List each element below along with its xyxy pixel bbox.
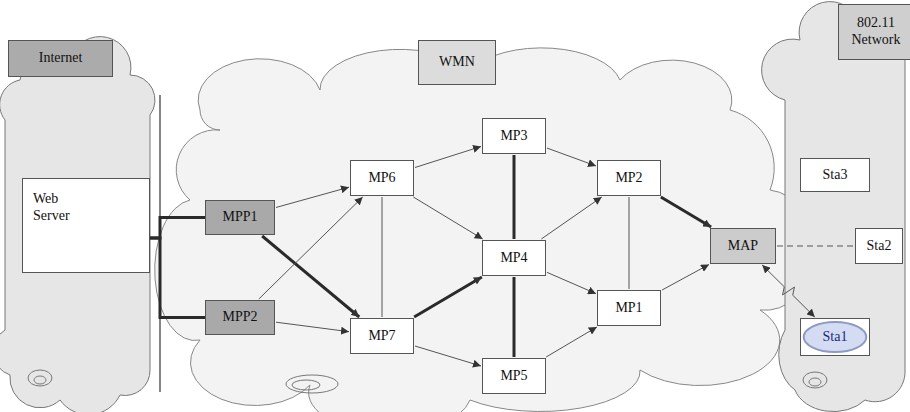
mesh-point-box: MP7 [350, 318, 414, 354]
mesh-link [762, 265, 815, 317]
mesh-link [276, 187, 349, 207]
node-label: Sta2 [867, 238, 892, 255]
mesh-link [413, 197, 482, 239]
access-point-box: MAP [710, 228, 776, 264]
mesh-link [513, 277, 516, 357]
node-label: Sta1 [823, 329, 848, 346]
region-title: WMN [418, 40, 496, 85]
wlan-cloud [762, 2, 906, 412]
node-label: MPP1 [222, 209, 257, 226]
cloud-swirl [292, 380, 320, 390]
node-label: 802.11 Network [846, 15, 906, 49]
mesh-link [150, 218, 205, 239]
mesh-link [661, 197, 711, 227]
cloud-swirl [28, 370, 52, 386]
node-label: MP2 [615, 170, 642, 187]
portal-box: MPP2 [205, 300, 275, 335]
node-label: MP4 [500, 250, 527, 267]
node-label: MP1 [615, 300, 642, 317]
region-title: 802.11 Network [838, 4, 910, 60]
mesh-point-box: MP1 [597, 290, 661, 326]
highlight-ellipse [804, 322, 867, 352]
mesh-link [276, 322, 349, 332]
wireless-link [777, 246, 854, 247]
wmn-cloud [155, 48, 816, 412]
cloud-swirl [809, 378, 821, 386]
cloud-swirl [286, 375, 338, 393]
mesh-point-box: MP5 [482, 358, 546, 394]
mesh-link [150, 238, 205, 318]
cloud-swirl [34, 376, 46, 384]
mesh-link [547, 272, 596, 293]
node-label: MP5 [500, 368, 527, 385]
region-title: Internet [8, 40, 113, 77]
station-box: Sta3 [800, 158, 870, 192]
node-label: MAP [728, 238, 758, 255]
node-label: Sta3 [823, 167, 848, 184]
mesh-point-box: MP2 [597, 160, 661, 196]
mesh-point-box: MP6 [350, 160, 414, 196]
node-label: Web Server [33, 191, 89, 225]
node-label: MPP2 [222, 309, 257, 326]
mesh-link [513, 155, 516, 239]
cloud-swirl [803, 372, 827, 388]
server-box: Web Server [22, 178, 150, 273]
mesh-point-box: MP4 [482, 240, 546, 276]
mesh-link [546, 327, 597, 357]
station-box: Sta2 [855, 228, 903, 264]
node-label: MP7 [368, 328, 395, 345]
node-label: Internet [39, 50, 83, 67]
mesh-link [382, 197, 383, 317]
mesh-link [541, 197, 601, 239]
internet-cloud [0, 37, 155, 412]
mesh-link [414, 277, 482, 317]
node-label: MP3 [500, 128, 527, 145]
mesh-link [415, 147, 481, 168]
node-label: MP6 [368, 170, 395, 187]
mesh-link [629, 197, 630, 289]
mesh-link [662, 264, 709, 290]
station-box: Sta1 [800, 318, 870, 356]
node-label: WMN [439, 54, 475, 71]
mesh-link [547, 148, 596, 166]
mesh-point-box: MP3 [482, 118, 546, 154]
portal-box: MPP1 [205, 200, 275, 235]
mesh-link [415, 346, 481, 366]
